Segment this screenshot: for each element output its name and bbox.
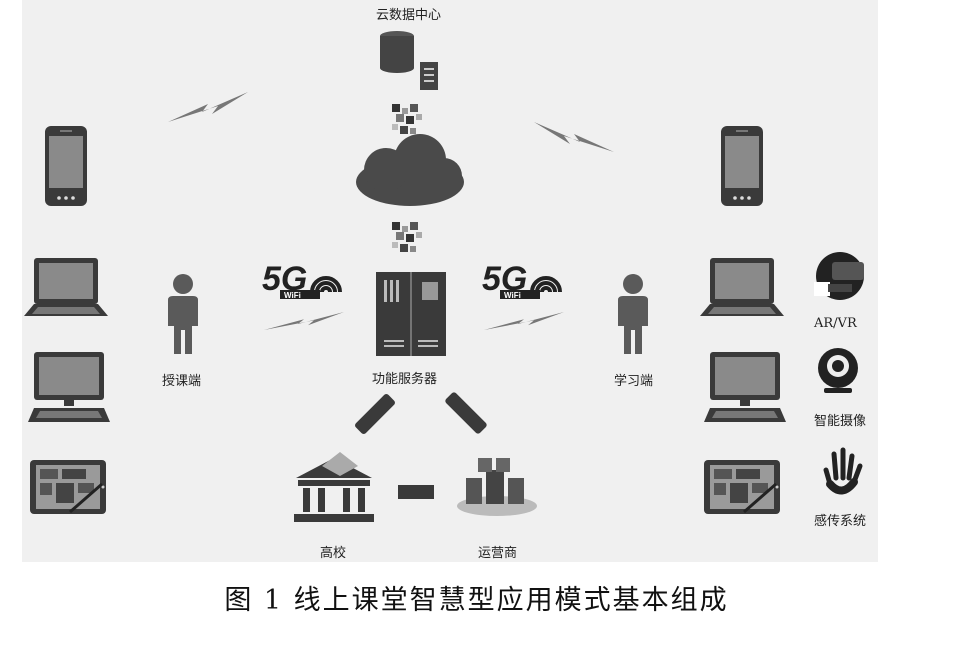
link-connector — [445, 392, 487, 434]
function-server-label: 功能服务器 — [372, 372, 438, 387]
pixel-transfer-icon — [392, 104, 422, 134]
laptop-icon — [24, 258, 108, 316]
link-connector — [398, 485, 434, 499]
laptop-icon — [700, 258, 784, 316]
database-icon — [380, 31, 414, 73]
datacenter-icon — [457, 458, 537, 516]
link-connector — [355, 394, 395, 434]
smartphone-icon — [45, 126, 87, 206]
svg-text:WiFi: WiFi — [284, 291, 301, 300]
lightning-icon — [534, 122, 614, 152]
sensing-system-label: 感传系统 — [814, 514, 867, 529]
svg-text:WiFi: WiFi — [504, 291, 521, 300]
pixel-transfer-icon — [392, 222, 422, 252]
hand-sensor-icon — [823, 447, 863, 495]
university-icon — [294, 452, 374, 522]
learning-end-label: 学习端 — [614, 374, 654, 389]
smartphone-icon — [721, 126, 763, 206]
smart-camera-label: 智能摄像 — [814, 414, 867, 429]
teaching-end-label: 授课端 — [162, 374, 202, 389]
desktop-icon — [704, 352, 786, 422]
tablet-icon — [702, 458, 782, 516]
vr-headset-icon — [814, 252, 864, 300]
person-icon — [618, 274, 648, 354]
webcam-icon — [818, 348, 858, 393]
small-server-icon — [420, 62, 438, 90]
lightning-icon — [264, 312, 344, 330]
lightning-icon — [484, 312, 564, 330]
university-label: 高校 — [320, 546, 347, 561]
server-icon — [376, 272, 446, 356]
person-icon — [168, 274, 198, 354]
cloud-icon — [356, 134, 464, 206]
5g-wifi-logo: WiFi — [480, 258, 562, 301]
figure-caption: 图 1 线上课堂智慧型应用模式基本组成 — [224, 585, 729, 616]
5g-wifi-logo: WiFi — [260, 258, 342, 301]
operator-label: 运营商 — [478, 546, 518, 561]
lightning-icon — [168, 92, 248, 122]
desktop-icon — [28, 352, 110, 422]
tablet-icon — [28, 458, 108, 516]
ar-vr-label: AR/VR — [814, 316, 857, 331]
cloud-data-center-label: 云数据中心 — [376, 8, 442, 23]
